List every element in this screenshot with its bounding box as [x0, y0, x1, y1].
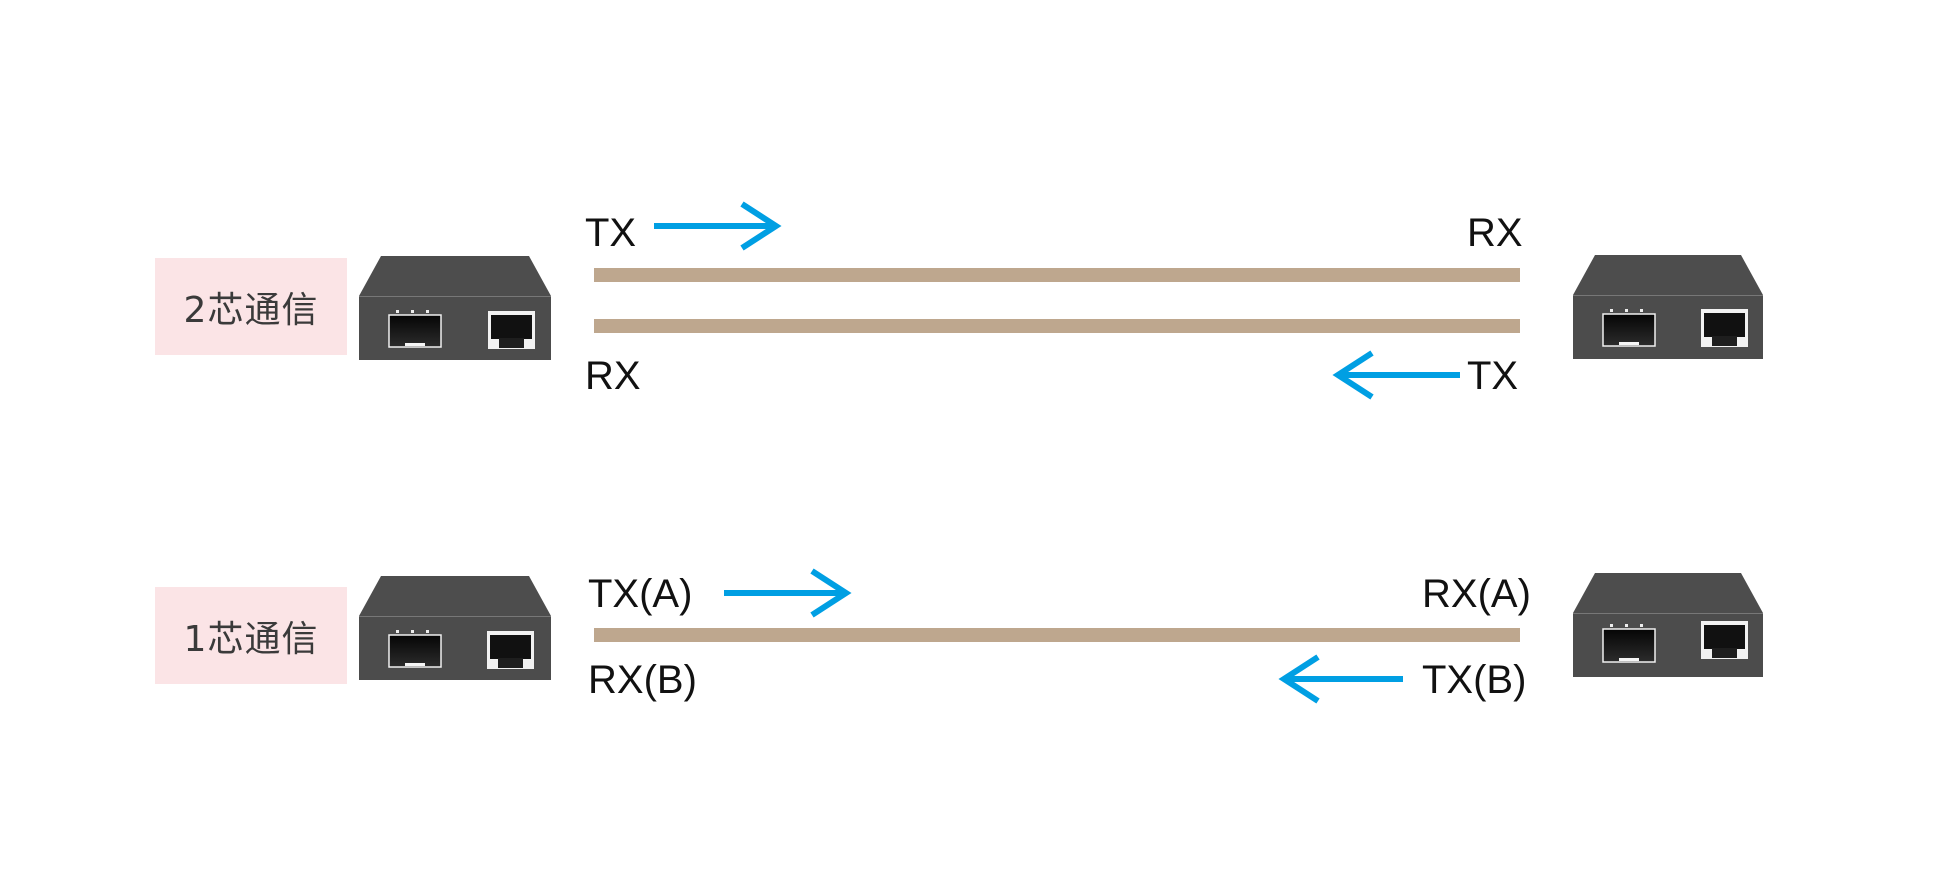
- fiber-bottom: [594, 319, 1520, 333]
- left-top-label: TX(A): [588, 572, 693, 616]
- fiber-top: [594, 268, 1520, 282]
- sfp-port-icon: [388, 630, 442, 668]
- device-top-face: [359, 256, 551, 296]
- media-converter-right-1: [1573, 255, 1763, 359]
- two-core-title: 2芯通信: [183, 289, 319, 331]
- rj45-port-icon: [1701, 621, 1748, 659]
- media-converter-left-2: [359, 576, 551, 680]
- right-top-label: RX(A): [1422, 572, 1531, 616]
- left-bottom-label: RX: [585, 354, 641, 398]
- two-core-title-badge: 2芯通信: [155, 258, 347, 355]
- arrow-right-icon: [724, 568, 852, 618]
- media-converter-right-2: [1573, 573, 1763, 677]
- left-top-label: TX: [585, 211, 637, 255]
- right-bottom-label: TX(B): [1422, 658, 1527, 702]
- sfp-port-icon: [1602, 624, 1656, 663]
- arrow-left-icon: [1278, 654, 1403, 704]
- right-top-label: RX: [1467, 211, 1523, 255]
- arrow-left-icon: [1332, 350, 1460, 400]
- sfp-port-icon: [1602, 309, 1656, 347]
- arrow-right-icon: [654, 201, 782, 251]
- right-bottom-label: TX: [1467, 354, 1519, 398]
- fiber-single: [594, 628, 1520, 642]
- left-bottom-label: RX(B): [588, 658, 697, 702]
- rj45-port-icon: [487, 631, 534, 669]
- one-core-title: 1芯通信: [183, 618, 319, 660]
- one-core-title-badge: 1芯通信: [155, 587, 347, 684]
- rj45-port-icon: [488, 311, 535, 349]
- media-converter-left-1: [359, 256, 551, 360]
- rj45-port-icon: [1701, 309, 1748, 347]
- sfp-port-icon: [388, 310, 442, 348]
